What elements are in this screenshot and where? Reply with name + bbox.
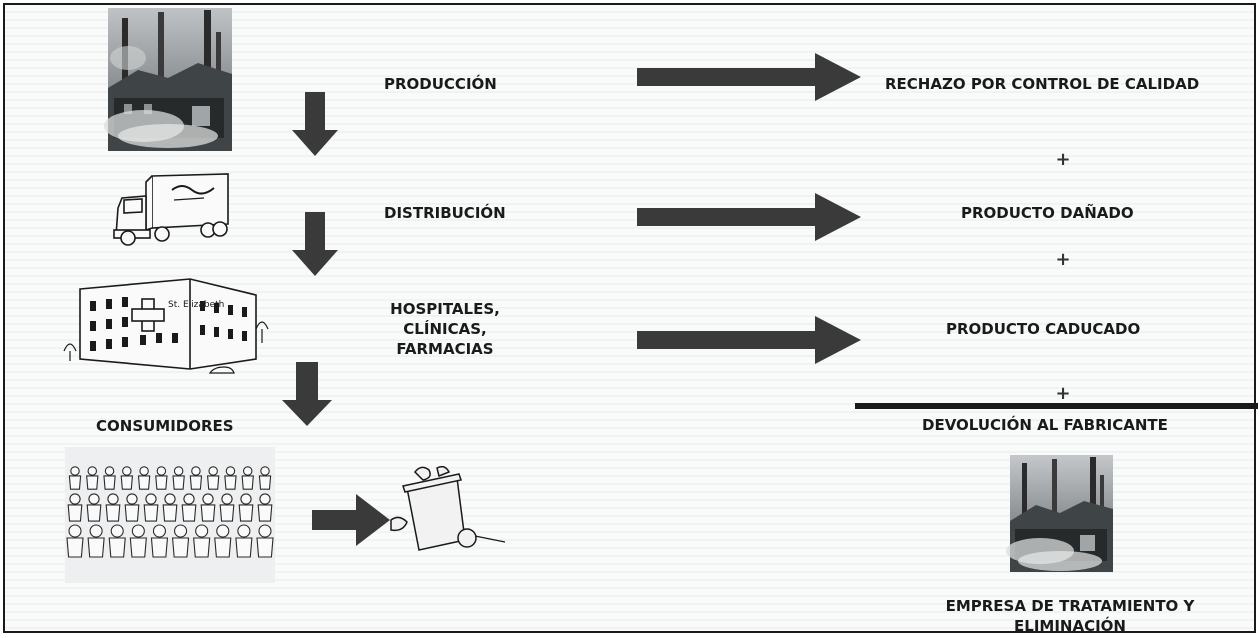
person-body (238, 504, 254, 522)
right-arrow (637, 193, 861, 241)
hospital-icon: St. Elizabeth (63, 278, 269, 374)
person-body (103, 475, 116, 490)
plus-sign: + (1055, 383, 1071, 404)
label-consumidores: CONSUMIDORES (96, 417, 234, 435)
person-head (191, 466, 201, 476)
person-head (126, 493, 138, 505)
person-body (87, 537, 105, 558)
person-head (240, 493, 252, 505)
person-head (88, 493, 100, 505)
person-body (108, 537, 126, 558)
person-head (195, 524, 209, 538)
person-body (224, 475, 237, 490)
person-head (110, 524, 124, 538)
person-head (202, 493, 214, 505)
person-head (104, 466, 115, 476)
person-head (242, 466, 253, 476)
person-head (145, 493, 157, 505)
person-head (70, 466, 80, 476)
person-body (241, 475, 254, 490)
label-empresa-line2: ELIMINACIÓN (1014, 617, 1126, 635)
plus-sign: + (1055, 149, 1071, 170)
person-body (124, 504, 140, 522)
person-body (162, 504, 178, 522)
person-body (193, 537, 211, 558)
person-body (68, 475, 82, 490)
person-head (89, 524, 103, 538)
label-rechazo: RECHAZO POR CONTROL DE CALIDAD (885, 75, 1200, 93)
hospital-sign: St. Elizabeth (168, 300, 224, 310)
person-body (181, 504, 197, 522)
person-body (235, 537, 253, 558)
label-empresa: EMPRESA DE TRATAMIENTO Y ELIMINACIÓN (910, 596, 1230, 636)
person-body (150, 537, 169, 558)
person-body (137, 475, 151, 490)
person-body (257, 504, 273, 522)
label-hospitales-line1: HOSPITALES, (390, 300, 500, 318)
down-arrow (292, 212, 338, 276)
truck-icon (113, 173, 229, 246)
label-hospitales-line2: CLÍNICAS, (403, 320, 487, 338)
person-body (129, 537, 147, 558)
right-arrow (312, 494, 390, 546)
person-head (107, 493, 119, 505)
person-body (200, 504, 216, 522)
person-head (87, 466, 98, 476)
person-head (208, 466, 218, 476)
person-head (173, 466, 184, 476)
trash-bin-icon (390, 465, 506, 551)
divider-line (855, 403, 1258, 409)
person-body (172, 475, 185, 490)
person-body (120, 475, 134, 490)
label-empresa-line1: EMPRESA DE TRATAMIENTO Y (945, 597, 1195, 615)
label-distribucion: DISTRIBUCIÓN (384, 204, 506, 222)
person-head (183, 493, 195, 505)
label-produccion: PRODUCCIÓN (384, 75, 497, 93)
person-head (131, 524, 145, 538)
label-hospitales: HOSPITALES, CLÍNICAS, FARMACIAS (375, 299, 515, 359)
label-producto-caducado: PRODUCTO CADUCADO (946, 320, 1141, 338)
person-head (259, 493, 271, 505)
person-body (86, 475, 99, 490)
person-head (237, 524, 251, 538)
person-body (86, 504, 102, 522)
person-body (171, 537, 190, 558)
person-head (164, 493, 176, 505)
person-body (66, 537, 84, 558)
person-head (139, 466, 149, 476)
person-head (152, 524, 166, 538)
person-body (256, 537, 274, 558)
person-head (174, 524, 188, 538)
person-body (143, 504, 159, 522)
person-head (122, 466, 132, 476)
person-body (189, 475, 203, 490)
person-body (155, 475, 168, 490)
label-producto-danado: PRODUCTO DAÑADO (961, 204, 1134, 222)
right-arrow (637, 53, 861, 101)
person-head (69, 493, 81, 505)
factory-image (1006, 455, 1113, 572)
crowd-image (65, 447, 275, 583)
label-devolucion: DEVOLUCIÓN AL FABRICANTE (922, 416, 1168, 434)
person-body (214, 537, 232, 558)
person-head (221, 493, 233, 505)
right-arrow (637, 316, 861, 364)
person-head (225, 466, 236, 476)
person-body (219, 504, 235, 522)
person-body (206, 475, 220, 490)
down-arrow (282, 362, 332, 426)
person-head (258, 524, 272, 538)
plus-sign: + (1055, 249, 1071, 270)
person-head (68, 524, 82, 538)
person-body (258, 475, 272, 490)
person-head (260, 466, 270, 476)
person-body (67, 504, 83, 522)
person-head (216, 524, 230, 538)
label-hospitales-line3: FARMACIAS (396, 340, 494, 358)
factory-image (104, 8, 232, 151)
person-head (156, 466, 167, 476)
down-arrow (292, 92, 338, 156)
person-body (105, 504, 121, 522)
